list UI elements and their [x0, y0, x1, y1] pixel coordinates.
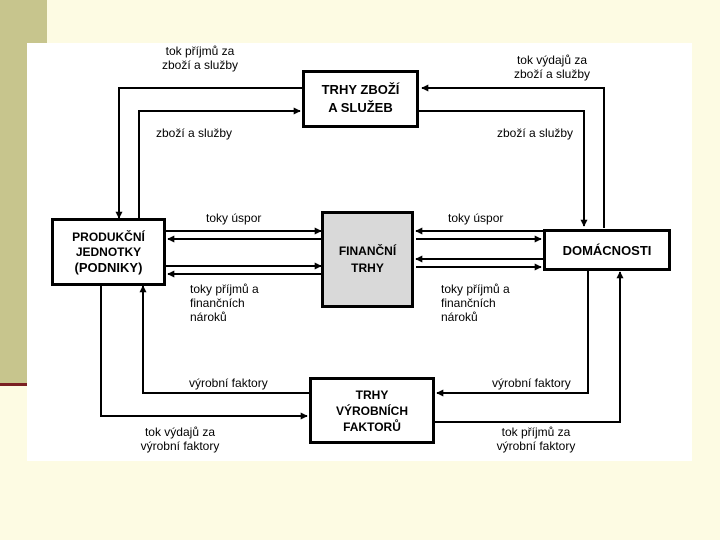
arrow-expenses-factors	[100, 286, 308, 420]
households-label: DOMÁCNOSTI	[562, 242, 652, 258]
label-factors-right: výrobní faktory	[492, 376, 571, 390]
arrow-goods-left	[138, 107, 301, 218]
arrow-expenses-goods	[421, 84, 605, 228]
arrow-factors-right	[436, 271, 589, 397]
households-box: DOMÁCNOSTI	[543, 229, 671, 271]
label-goods-right: zboží a služby	[497, 126, 574, 140]
factor-line-2: VÝROBNÍCH	[335, 403, 408, 418]
arrow-income-goods	[115, 87, 303, 219]
financial-markets-box: FINANČNÍ TRHY	[321, 211, 414, 308]
accent-line	[0, 383, 28, 386]
firms-line-2: JEDNOTKY	[75, 244, 142, 259]
financial-line-1: FINANČNÍ	[338, 243, 397, 258]
financial-line-2: TRHY	[351, 260, 384, 275]
label-savings-right: toky úspor	[448, 211, 504, 225]
goods-market-box: TRHY ZBOŽÍ A SLUŽEB	[302, 70, 419, 128]
arrow-income-factors	[434, 271, 624, 423]
label-savings-left: toky úspor	[206, 211, 262, 225]
label-goods-left: zboží a služby	[156, 126, 233, 140]
factor-line-3: FAKTORŮ	[343, 419, 401, 434]
goods-market-line-1: TRHY ZBOŽÍ	[321, 82, 400, 97]
arrow-factors-left	[139, 285, 310, 394]
factor-line-1: TRHY	[355, 387, 389, 402]
goods-market-line-2: A SLUŽEB	[328, 100, 393, 115]
label-factors-left: výrobní faktory	[189, 376, 268, 390]
firms-line-1: PRODUKČNÍ	[72, 229, 145, 244]
arrow-goods-right	[419, 110, 588, 227]
firms-line-3: (PODNIKY)	[74, 259, 143, 275]
